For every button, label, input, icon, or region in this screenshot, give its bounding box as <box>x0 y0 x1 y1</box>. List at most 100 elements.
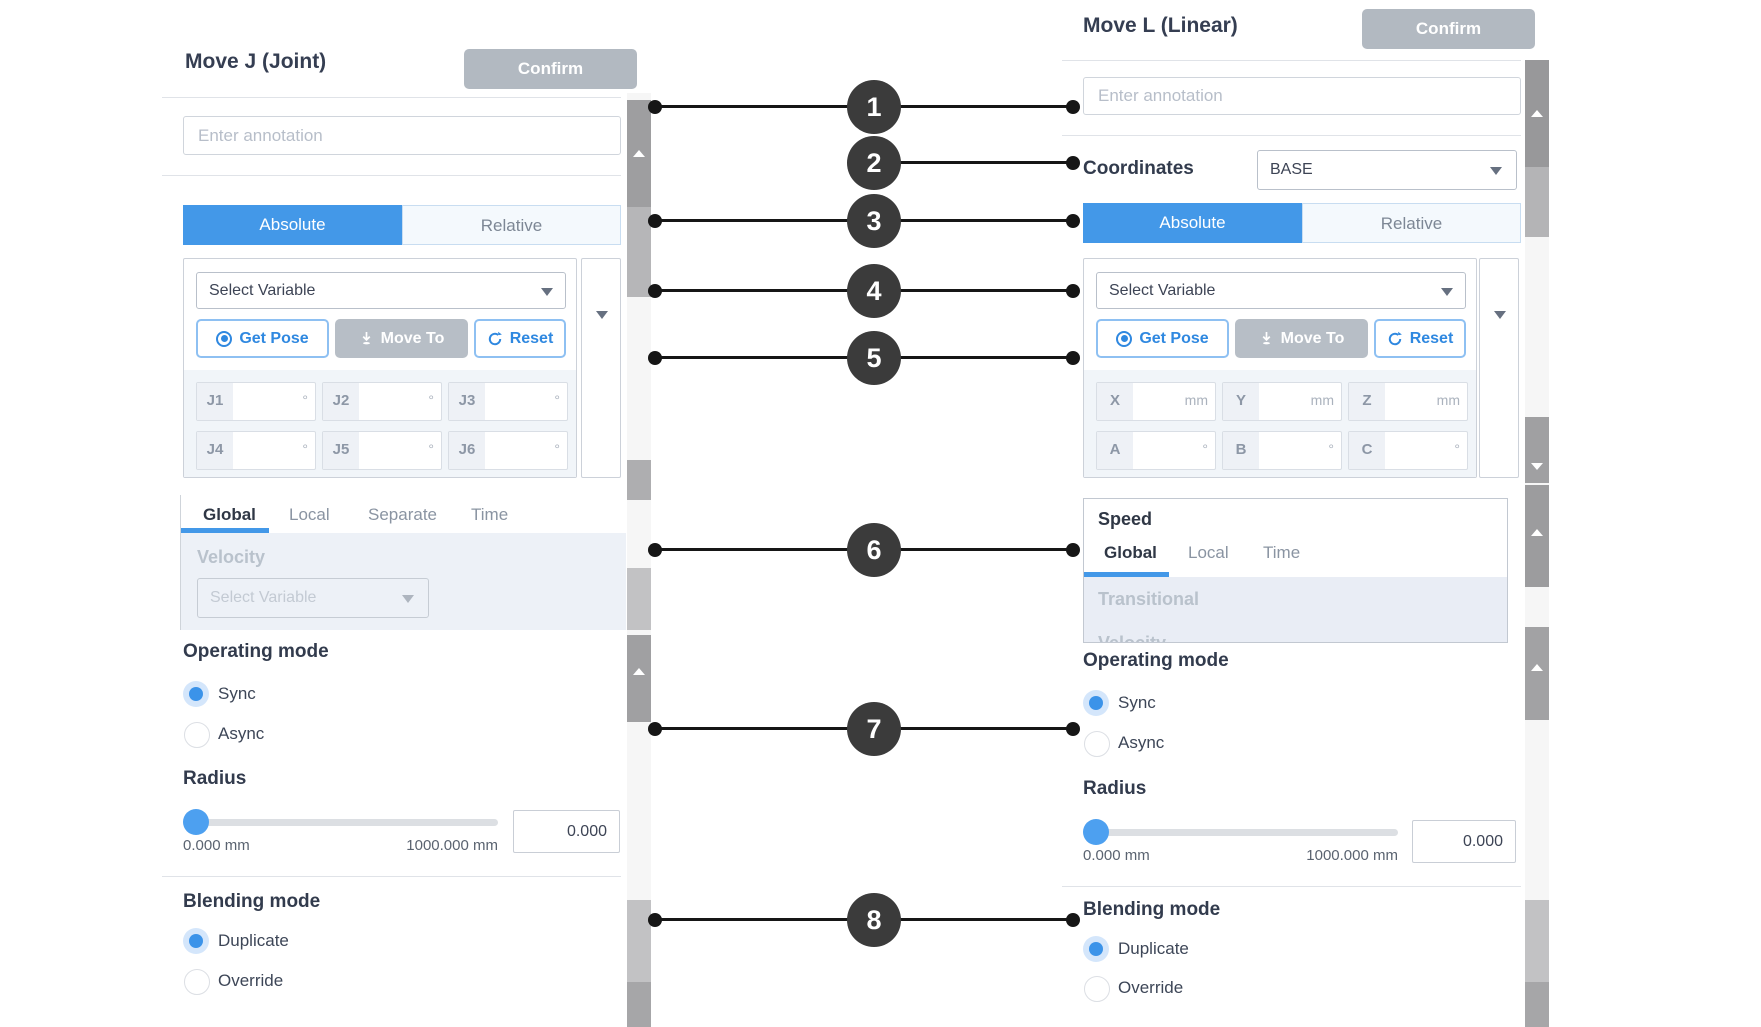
scrollbar-thumb[interactable] <box>627 568 651 630</box>
callout-dot <box>648 543 662 557</box>
movel-speedtab-time[interactable]: Time <box>1263 543 1301 562</box>
callout-dot <box>1066 722 1080 736</box>
movej-confirm-button[interactable]: Confirm <box>464 49 637 89</box>
pose-field-c[interactable]: C° <box>1348 431 1468 470</box>
joint-field-j1[interactable]: J1° <box>196 382 316 421</box>
callout-dot <box>1066 913 1080 927</box>
movel-sync-radio[interactable] <box>1083 690 1109 716</box>
movel-radius-slider-handle[interactable] <box>1083 819 1109 845</box>
movel-expander-strip[interactable] <box>1479 258 1519 478</box>
movel-radius-value-input[interactable]: 0.000 <box>1412 820 1516 863</box>
movel-scrollbar-track[interactable] <box>1525 60 1549 1027</box>
callout-number-3: 3 <box>847 194 901 248</box>
movej-radius-slider-track[interactable] <box>183 819 498 826</box>
download-arrow-icon <box>362 331 371 345</box>
scrollbar-thumb[interactable] <box>1525 60 1549 167</box>
scrollbar-thumb[interactable] <box>1525 627 1549 720</box>
movej-async-label: Async <box>218 724 265 743</box>
movel-speedtab-local[interactable]: Local <box>1188 543 1229 562</box>
active-tab-underline <box>181 528 269 533</box>
movej-get-pose-button[interactable]: Get Pose <box>196 319 329 358</box>
reset-icon <box>1388 331 1402 345</box>
movej-move-to-button[interactable]: Move To <box>335 319 468 358</box>
movej-radius-slider-handle[interactable] <box>183 809 209 835</box>
scrollbar-thumb[interactable] <box>627 207 651 297</box>
movej-override-radio[interactable] <box>184 969 210 995</box>
movel-override-label: Override <box>1118 978 1184 997</box>
movej-scrollbar-track[interactable] <box>627 93 651 1027</box>
scrollbar-thumb[interactable] <box>1525 485 1549 587</box>
movel-async-radio[interactable] <box>1084 731 1110 757</box>
scrollbar-thumb[interactable] <box>1525 982 1549 1027</box>
movel-duplicate-label: Duplicate <box>1118 939 1189 958</box>
callout-number-2: 2 <box>847 136 901 190</box>
movej-sync-radio[interactable] <box>183 681 209 707</box>
joint-field-j2[interactable]: J2° <box>322 382 442 421</box>
movej-annotation-input[interactable] <box>183 116 621 155</box>
movel-tab-absolute[interactable]: Absolute <box>1083 203 1302 243</box>
joint-fields-area: J1° J2° J3° J4° J5° J6° <box>184 370 576 477</box>
movej-radius-value-input[interactable]: 0.000 <box>513 810 620 853</box>
pose-field-a[interactable]: A° <box>1096 431 1216 470</box>
scroll-up-icon <box>1531 529 1543 536</box>
scrollbar-thumb[interactable] <box>627 635 651 722</box>
divider <box>1062 135 1521 136</box>
movel-tab-relative[interactable]: Relative <box>1302 203 1521 243</box>
movej-speedtab-global[interactable]: Global <box>203 505 256 524</box>
movel-pose-box: Select Variable Get Pose Move To Reset X… <box>1083 258 1477 478</box>
download-arrow-icon <box>1262 331 1271 345</box>
movej-expander-strip[interactable] <box>581 258 621 478</box>
movej-duplicate-radio[interactable] <box>183 928 209 954</box>
variable-select-value: Select Variable <box>209 282 316 299</box>
scrollbar-thumb[interactable] <box>627 100 651 207</box>
movel-async-label: Async <box>1118 733 1165 752</box>
chevron-down-icon <box>1494 311 1506 319</box>
movej-speedtab-separate[interactable]: Separate <box>368 505 437 524</box>
movel-duplicate-radio[interactable] <box>1083 936 1109 962</box>
scrollbar-thumb[interactable] <box>1525 417 1549 483</box>
movej-speedtab-time[interactable]: Time <box>471 505 509 524</box>
joint-field-j3[interactable]: J3° <box>448 382 568 421</box>
scroll-up-icon <box>1531 110 1543 117</box>
coordinates-select[interactable]: BASE <box>1257 150 1517 190</box>
callout-dot <box>648 351 662 365</box>
joint-field-j6[interactable]: J6° <box>448 431 568 470</box>
movej-tab-relative[interactable]: Relative <box>402 205 621 245</box>
movej-tab-absolute[interactable]: Absolute <box>183 205 402 245</box>
movel-get-pose-button[interactable]: Get Pose <box>1096 319 1229 358</box>
movel-reset-button[interactable]: Reset <box>1374 319 1466 358</box>
chevron-down-icon <box>596 311 608 319</box>
movej-reset-button[interactable]: Reset <box>474 319 566 358</box>
movel-move-to-button[interactable]: Move To <box>1235 319 1368 358</box>
joint-field-j4[interactable]: J4° <box>196 431 316 470</box>
movej-variable-select[interactable]: Select Variable <box>196 272 566 309</box>
movel-override-radio[interactable] <box>1084 976 1110 1002</box>
movej-velocity-panel: Velocity Select Variable <box>181 533 626 630</box>
callout-dot <box>648 284 662 298</box>
movej-speedtab-local[interactable]: Local <box>289 505 330 524</box>
movel-annotation-input[interactable] <box>1083 77 1521 115</box>
chevron-down-icon <box>541 288 553 296</box>
movej-radius-label: Radius <box>183 768 247 789</box>
scrollbar-thumb[interactable] <box>627 460 651 500</box>
scroll-up-icon <box>633 668 645 675</box>
scrollbar-thumb[interactable] <box>1525 900 1549 982</box>
chevron-down-icon <box>1490 167 1502 175</box>
movel-variable-select[interactable]: Select Variable <box>1096 272 1466 309</box>
movel-radius-slider-track[interactable] <box>1083 829 1398 836</box>
movel-confirm-button[interactable]: Confirm <box>1362 9 1535 49</box>
movej-panel-title: Move J (Joint) <box>185 50 327 73</box>
callout-number-8: 8 <box>847 893 901 947</box>
scrollbar-thumb[interactable] <box>627 982 651 1027</box>
movel-speedtab-global[interactable]: Global <box>1104 543 1157 562</box>
movej-async-radio[interactable] <box>184 722 210 748</box>
movej-velocity-select[interactable]: Select Variable <box>197 578 429 618</box>
radius-min-label: 0.000 mm <box>1083 847 1150 864</box>
joint-field-j5[interactable]: J5° <box>322 431 442 470</box>
pose-field-b[interactable]: B° <box>1222 431 1342 470</box>
scrollbar-thumb[interactable] <box>627 900 651 982</box>
scrollbar-thumb[interactable] <box>1525 167 1549 237</box>
